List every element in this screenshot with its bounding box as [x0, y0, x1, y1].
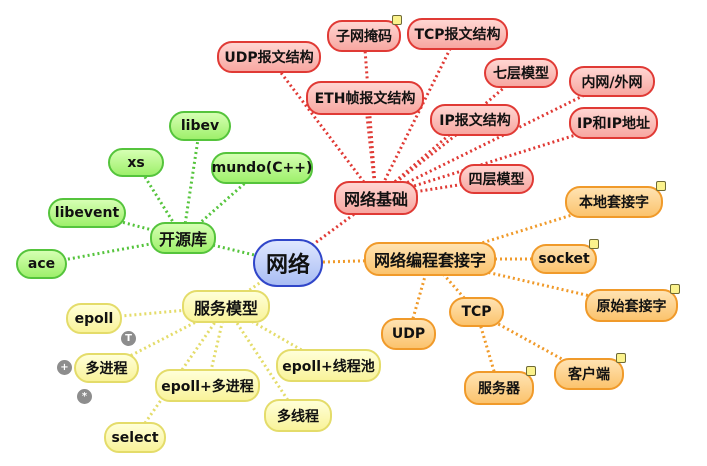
socket-node[interactable]: socket [531, 244, 597, 274]
local-socket-node[interactable]: 本地套接字 [565, 186, 663, 218]
lan-wan-node[interactable]: 内网/外网 [569, 66, 655, 97]
connector-line [41, 236, 184, 266]
task-marker-icon[interactable]: T [121, 331, 136, 346]
central-topic-node[interactable]: 网络 [253, 239, 323, 287]
mundo-node[interactable]: mundo(C++) [211, 152, 313, 184]
eth-frame-struct-node[interactable]: ETH帧报文结构 [306, 81, 424, 115]
subnet-mask-node[interactable]: 子网掩码 [327, 20, 401, 52]
connector-line [375, 121, 614, 200]
connector-line [287, 257, 431, 265]
note-icon[interactable] [616, 353, 626, 363]
connector-line [224, 305, 300, 417]
libevent-node[interactable]: libevent [48, 198, 126, 228]
four-layer-model-node[interactable]: 四层模型 [459, 164, 534, 194]
ip-struct-node[interactable]: IP报文结构 [430, 104, 520, 136]
xs-node[interactable]: xs [108, 148, 164, 177]
raw-socket-node[interactable]: 原始套接字 [585, 289, 678, 322]
libev-node[interactable]: libev [169, 111, 231, 141]
connector-line [181, 125, 202, 239]
network-socket-programming-node[interactable]: 网络编程套接字 [364, 242, 496, 276]
multi-process-node[interactable]: 多进程 [74, 353, 139, 383]
note-icon[interactable] [670, 284, 680, 294]
connector-line [375, 80, 613, 200]
tcp-node[interactable]: TCP [449, 297, 504, 327]
client-node[interactable]: 客户端 [554, 358, 624, 390]
ace-node[interactable]: ace [16, 249, 67, 279]
open-source-libs-node[interactable]: 开源库 [150, 222, 216, 254]
connector-line [206, 306, 228, 386]
note-icon[interactable] [526, 366, 536, 376]
epoll-thread-pool-node[interactable]: epoll+线程池 [276, 349, 381, 382]
network-basics-node[interactable]: 网络基础 [334, 181, 418, 215]
connector-line [374, 33, 459, 199]
tcp-struct-node[interactable]: TCP报文结构 [407, 18, 508, 50]
server-node[interactable]: 服务器 [464, 371, 534, 405]
select-node[interactable]: select [104, 422, 166, 453]
note-icon[interactable] [392, 15, 402, 25]
multi-thread-node[interactable]: 多线程 [264, 399, 332, 432]
seven-layer-model-node[interactable]: 七层模型 [484, 58, 558, 88]
service-model-node[interactable]: 服务模型 [182, 290, 270, 323]
epoll-multi-process-node[interactable]: epoll+多进程 [155, 369, 260, 402]
note-icon[interactable] [656, 181, 666, 191]
epoll-node[interactable]: epoll [66, 303, 122, 334]
plus-marker-icon[interactable]: + [57, 360, 72, 375]
star-marker-icon[interactable]: * [77, 389, 92, 404]
connector-line [362, 35, 378, 199]
connector-line [133, 305, 228, 439]
note-icon[interactable] [589, 239, 599, 249]
udp-struct-node[interactable]: UDP报文结构 [217, 41, 321, 73]
ip-address-node[interactable]: IP和IP地址 [569, 107, 658, 139]
udp-node[interactable]: UDP [381, 318, 436, 350]
